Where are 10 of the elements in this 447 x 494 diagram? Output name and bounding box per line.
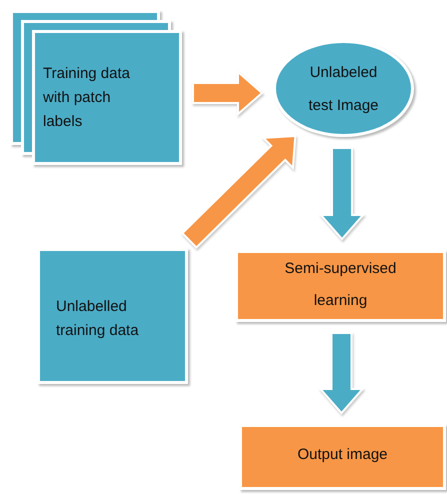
node-label: Training data with patch labels bbox=[43, 64, 131, 132]
process-box bbox=[235, 250, 446, 322]
node-label: Unlabelled training data bbox=[56, 297, 140, 341]
node-label: Unlabeled test Image bbox=[307, 62, 380, 116]
data-box bbox=[32, 30, 182, 165]
node-label: Output image bbox=[297, 445, 388, 465]
block-arrow bbox=[180, 134, 296, 249]
data-box bbox=[37, 248, 188, 384]
node-label: Semi-supervised learning bbox=[284, 259, 398, 310]
output-box bbox=[239, 424, 446, 490]
